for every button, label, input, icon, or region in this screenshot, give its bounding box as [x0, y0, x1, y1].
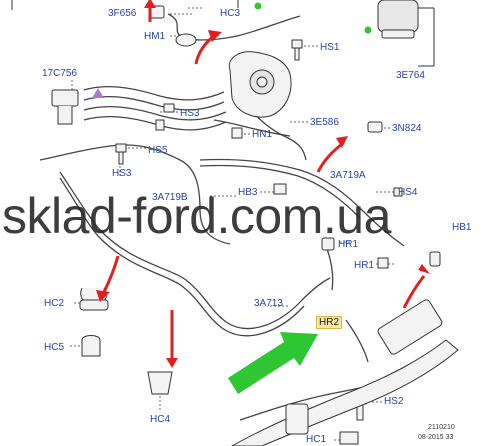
label-3n824: 3N824: [392, 123, 422, 134]
green-pointer-arrow: [228, 332, 318, 394]
label-hm1: HM1: [144, 31, 166, 42]
component-shapes: [51, 0, 459, 446]
red-arrowheads: [96, 0, 430, 368]
green-dot-right: [364, 26, 372, 34]
drawing-date: 08-2015 33: [418, 434, 454, 441]
label-17c756: 17C756: [42, 68, 78, 79]
label-hb1: HB1: [452, 222, 472, 233]
hose-lines: [39, 13, 405, 421]
label-hb3: HB3: [238, 187, 258, 198]
purple-marker: [92, 88, 104, 98]
label-hc1: HC1: [306, 434, 327, 445]
label-hc3-top: HC3: [220, 8, 241, 19]
label-hr1-b: HR1: [354, 260, 375, 271]
label-3a713: 3A713: [254, 298, 283, 309]
drawing-number: 2110210: [428, 424, 455, 431]
label-3e764: 3E764: [396, 70, 425, 81]
label-hr2-highlighted: HR2: [316, 316, 343, 329]
label-3a719a: 3A719A: [330, 170, 366, 181]
label-hc2: HC2: [44, 298, 65, 309]
label-3a719b: 3A719B: [152, 192, 188, 203]
label-hs5: HS5: [148, 145, 168, 156]
label-3f656: 3F656: [108, 8, 137, 19]
label-hs3-left: HS3: [112, 168, 132, 179]
label-hc5: HC5: [44, 342, 65, 353]
green-dot-top: [254, 2, 262, 10]
label-hs4: HS4: [398, 187, 418, 198]
watermark-text: sklad-ford.com.ua: [2, 188, 391, 244]
label-3e586: 3E586: [310, 117, 339, 128]
label-hn1: HN1: [252, 129, 273, 140]
label-hr1-a: HR1: [338, 239, 359, 250]
label-hs3-mid: HS3: [180, 108, 200, 119]
label-hs1: HS1: [320, 42, 340, 53]
label-hs2: HS2: [384, 396, 404, 407]
label-hc4: HC4: [150, 414, 171, 425]
